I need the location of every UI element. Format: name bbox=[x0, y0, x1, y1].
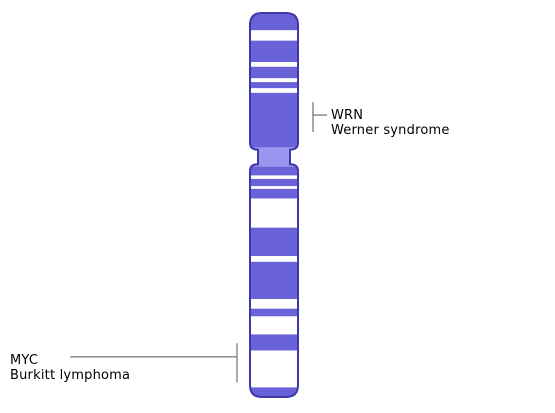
chromosome-band bbox=[248, 189, 300, 199]
chromosome-band bbox=[248, 175, 300, 178]
chromosome-band bbox=[248, 30, 300, 40]
chromosome-band bbox=[248, 62, 300, 67]
chromosome-band bbox=[248, 351, 300, 388]
chromosome-band bbox=[248, 186, 300, 189]
chromosome-band bbox=[248, 334, 300, 350]
burkitt-lymphoma-label: Burkitt lymphoma bbox=[10, 368, 130, 383]
chromosome-bands bbox=[248, 13, 300, 397]
chromosome-band bbox=[248, 198, 300, 227]
myc-gene-label: MYC bbox=[10, 353, 38, 368]
chromosome-band bbox=[248, 309, 300, 317]
chromosome-band bbox=[248, 41, 300, 63]
chromosome-band bbox=[248, 179, 300, 186]
chromosome-band bbox=[248, 82, 300, 88]
chromosome-band bbox=[248, 228, 300, 256]
chromosome-band bbox=[248, 316, 300, 334]
chromosome-band bbox=[248, 262, 300, 299]
chromosome-band bbox=[248, 13, 300, 30]
werner-syndrome-label: Werner syndrome bbox=[331, 123, 450, 138]
chromosome-band bbox=[248, 167, 300, 176]
chromosome-band bbox=[248, 67, 300, 79]
wrn-gene-label: WRN bbox=[331, 108, 363, 123]
chromosome-band bbox=[248, 93, 300, 148]
chromosome-band bbox=[248, 299, 300, 309]
chromosome-band bbox=[248, 256, 300, 262]
chromosome-band bbox=[248, 78, 300, 82]
chromosome-band bbox=[248, 88, 300, 93]
